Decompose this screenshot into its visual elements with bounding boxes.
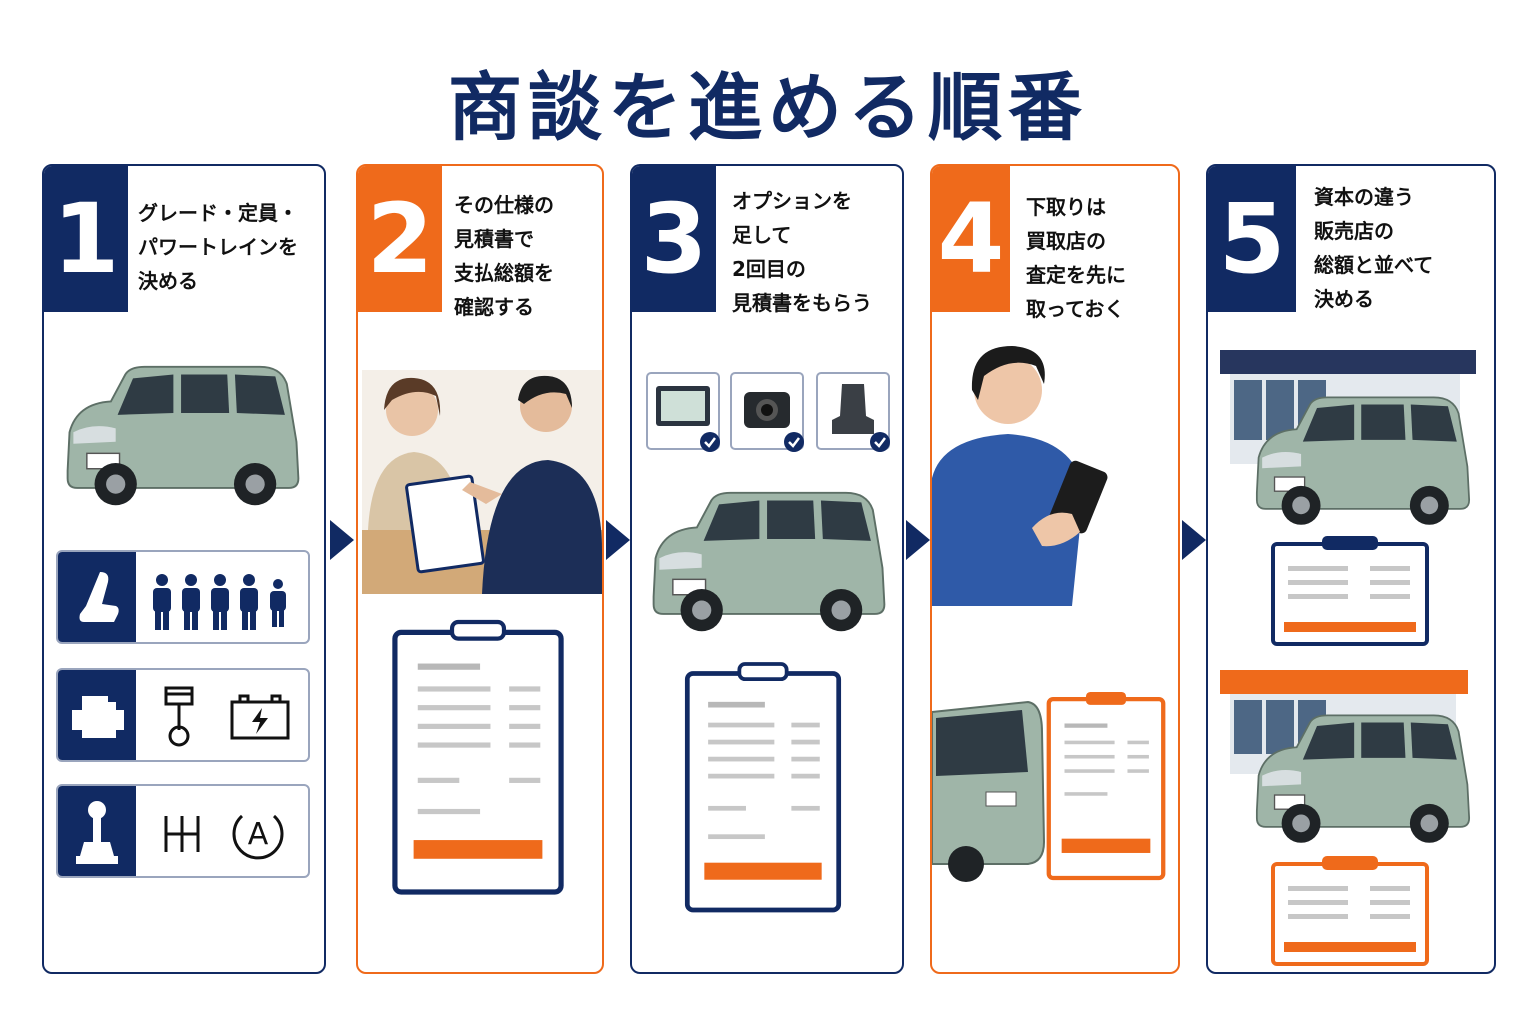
person-icons [153,574,286,630]
arrow-1-2 [330,520,354,560]
step-card-5: 5 資本の違う 販売店の 総額と並べて 決める [1206,164,1496,974]
meeting-illustration [362,370,602,594]
estimate-document [388,622,568,892]
step-card-4: 4 下取りは 買取店の 査定を先に 取っておく [930,164,1180,974]
powertrain-row [56,668,310,762]
arrow-4-5 [1182,520,1206,560]
used-car-rear [932,700,1046,882]
dealer-estimate-navy [1271,536,1429,646]
battery-icon [230,694,290,740]
manual-gear-icon [164,816,200,852]
step-number-5: 5 [1208,166,1296,312]
step-number-1: 1 [44,166,128,312]
step-text-4: 下取りは 買取店の 査定を先に 取っておく [1026,195,1126,321]
automatic-icon: A [232,814,284,860]
seat-cover-icon [816,372,890,452]
step-card-3: 3 オプションを 足して 2回目の 見積書をもらう [630,164,904,974]
dealer-estimate-orange [1271,856,1429,966]
engine-icon [72,696,124,738]
step-text-3: オプションを 足して 2回目の 見積書をもらう [732,189,872,315]
step-text-2: その仕様の 見積書で 支払総額を 確認する [454,193,554,319]
step-card-2: 2 その仕様の 見積書で 支払総額を 確認する [356,164,604,974]
step-number-2: 2 [358,166,442,312]
capacity-row [56,550,310,644]
arrow-2-3 [606,520,630,560]
step-card-1: 1 グレード・定員・ パワートレインを 決める [42,164,326,974]
car-illustration [1255,714,1471,844]
step-text-1: グレード・定員・ パワートレインを 決める [138,201,298,293]
car-illustration [1255,396,1471,526]
navigation-icon [646,372,720,452]
person-with-phone [932,346,1108,606]
svg-text:A: A [248,817,269,852]
step-number-4: 4 [932,166,1010,312]
step-number-3: 3 [632,166,716,312]
gear-shift-icon [76,801,118,864]
car-illustration [66,365,300,507]
arrow-3-4 [906,520,930,560]
piston-icon [164,686,194,747]
dashcam-icon [730,372,804,452]
second-estimate-document [672,664,854,910]
seat-icon [79,572,119,622]
transmission-row: A [56,784,310,878]
page-title: 商談を進める順番 [448,65,1088,151]
appraisal-document [1046,692,1166,881]
step-text-5: 資本の違う 販売店の 総額と並べて 決める [1314,185,1434,311]
car-illustration [652,491,886,633]
